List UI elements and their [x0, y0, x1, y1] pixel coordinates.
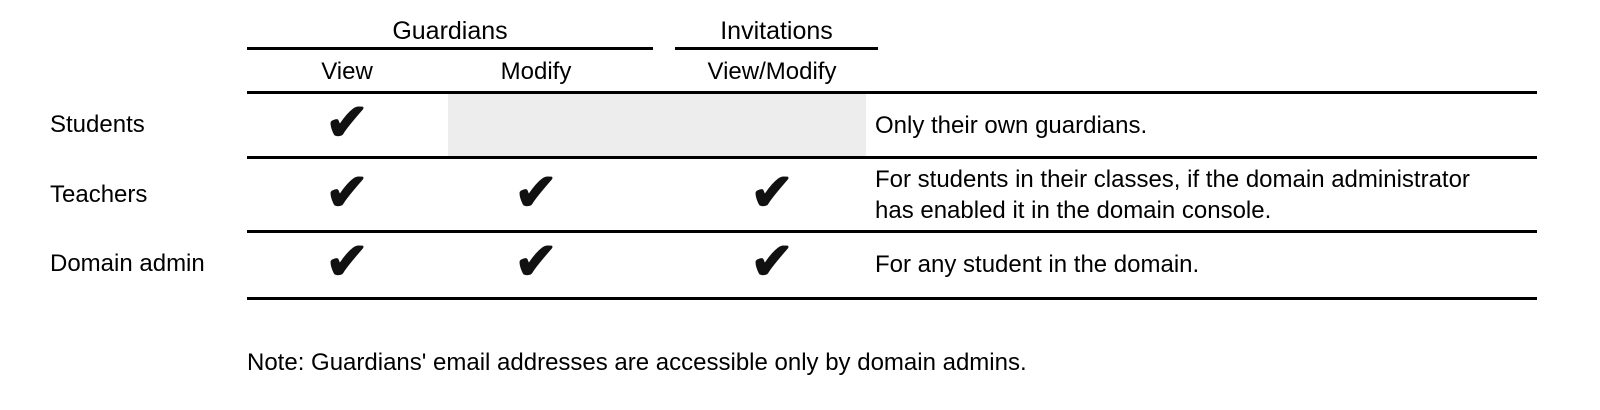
checkmark-icon: ✔ [749, 163, 794, 222]
guardians-underline [247, 47, 653, 50]
cell-admin-guardians-modify: ✔ [476, 233, 596, 295]
note-teachers: For students in their classes, if the do… [875, 159, 1555, 230]
cell-students-guardians-view: ✔ [287, 94, 407, 156]
note-students: Only their own guardians. [875, 94, 1555, 156]
checkmark-icon: ✔ [324, 163, 369, 222]
row-divider [247, 230, 1537, 233]
cell-teachers-guardians-view: ✔ [287, 159, 407, 230]
table-bottom-rule [247, 297, 1537, 300]
cell-teachers-guardians-modify: ✔ [476, 159, 596, 230]
checkmark-icon: ✔ [749, 233, 794, 291]
cell-students-invitations [712, 94, 832, 156]
column-header-modify: Modify [500, 58, 572, 85]
note-domain-admin: For any student in the domain. [875, 233, 1555, 295]
header-bottom-rule [247, 91, 1537, 94]
cell-teachers-invitations: ✔ [712, 159, 832, 230]
row-label-teachers: Teachers [50, 180, 148, 208]
students-disabled-cells [448, 94, 866, 156]
note-line: For any student in the domain. [875, 250, 1200, 278]
cell-admin-invitations: ✔ [712, 233, 832, 295]
checkmark-icon: ✔ [324, 233, 369, 291]
note-line: has enabled it in the domain console. [875, 196, 1272, 224]
checkmark-icon: ✔ [324, 94, 369, 152]
group-header-guardians: Guardians [392, 17, 508, 45]
invitations-underline [675, 47, 878, 50]
note-line: Only their own guardians. [875, 111, 1148, 139]
row-label-domain-admin: Domain admin [50, 250, 205, 277]
cell-admin-guardians-view: ✔ [287, 233, 407, 295]
row-label-students: Students [50, 111, 145, 138]
group-header-invitations: Invitations [720, 17, 833, 45]
column-header-view-modify: View/Modify [707, 58, 837, 85]
footnote: Note: Guardians' email addresses are acc… [247, 349, 1027, 376]
row-divider [247, 156, 1537, 159]
checkmark-icon: ✔ [513, 233, 558, 291]
cell-students-guardians-modify [476, 94, 596, 156]
checkmark-icon: ✔ [513, 163, 558, 222]
note-line: For students in their classes, if the do… [875, 165, 1470, 193]
column-header-view: View [321, 58, 373, 85]
